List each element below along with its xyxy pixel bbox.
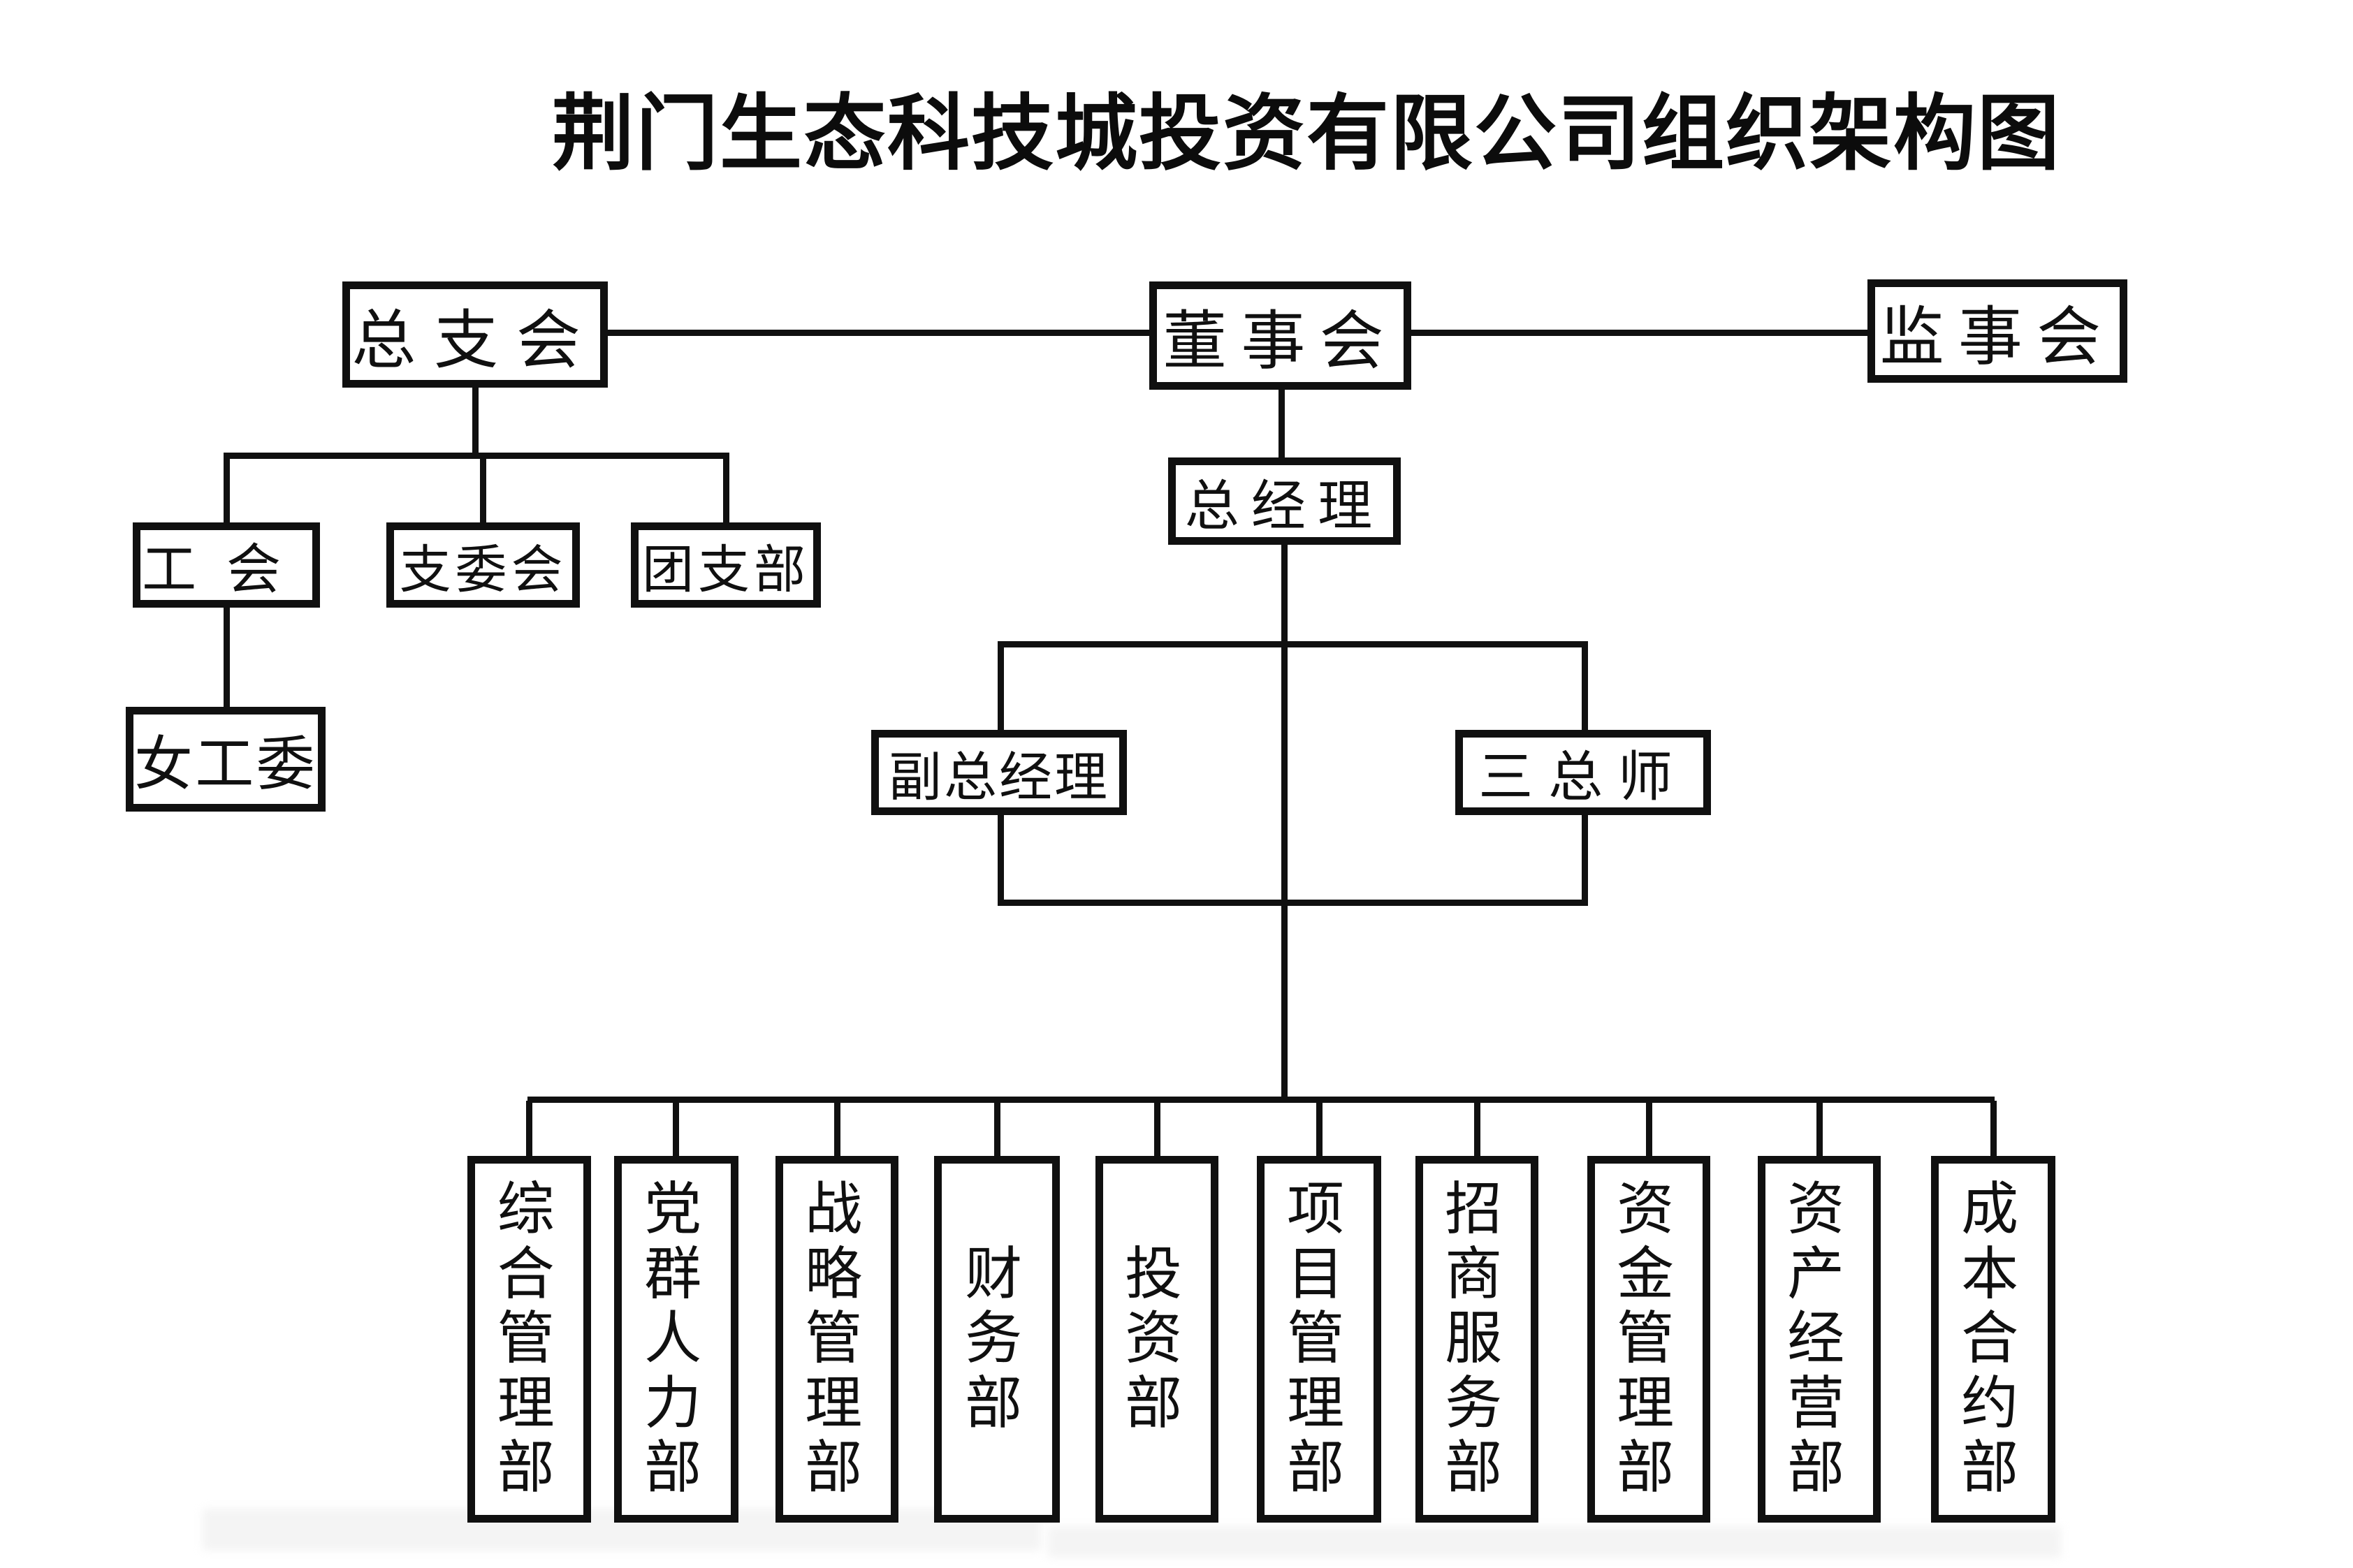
connector-line bbox=[472, 386, 479, 456]
org-box-char: 部 bbox=[497, 1436, 562, 1500]
org-box-nv-gong-wei: 女工委 bbox=[126, 707, 326, 812]
org-box-xiang-mu-guan-li-bu: 项目管理部 bbox=[1257, 1156, 1381, 1523]
connector-line bbox=[998, 814, 1004, 905]
connector-line bbox=[224, 453, 729, 459]
org-box-zong-zhi-hui: 总支会 bbox=[342, 281, 608, 388]
org-box-char: 招 bbox=[1445, 1177, 1509, 1241]
connector-line bbox=[606, 330, 1151, 336]
org-box-char: 略 bbox=[805, 1242, 869, 1306]
connector-line bbox=[1410, 330, 1869, 336]
connector-line bbox=[526, 1101, 532, 1158]
org-box-char: 人 bbox=[644, 1307, 708, 1371]
connector-line bbox=[1646, 1101, 1652, 1158]
org-box-zi-chan-jing-ying-bu: 资产经营部 bbox=[1758, 1156, 1881, 1523]
connector-line bbox=[998, 645, 1004, 731]
connector-line bbox=[834, 1101, 840, 1158]
org-box-zhi-wei-hui: 支委会 bbox=[386, 522, 580, 608]
connector-line bbox=[224, 606, 230, 708]
org-box-char: 约 bbox=[1961, 1371, 2025, 1435]
chart-title: 荆门生态科技城投资有限公司组织架构图 bbox=[552, 89, 2062, 180]
org-box-san-zong-shi: 三总师 bbox=[1455, 730, 1711, 815]
connector-line bbox=[1474, 1101, 1480, 1158]
org-box-dang-qun-ren-li-bu: 党群人力部 bbox=[614, 1156, 738, 1523]
org-box-char: 营 bbox=[1787, 1371, 1851, 1435]
org-box-char: 服 bbox=[1445, 1307, 1509, 1371]
connector-line bbox=[1582, 814, 1588, 905]
connector-line bbox=[994, 1101, 1000, 1158]
org-box-char: 合 bbox=[497, 1242, 562, 1306]
connector-line bbox=[673, 1101, 679, 1158]
connector-line bbox=[527, 1097, 1995, 1103]
org-box-char: 管 bbox=[805, 1307, 869, 1371]
org-box-tou-zi-bu: 投资部 bbox=[1095, 1156, 1218, 1523]
org-box-jian-shi-hui: 监事会 bbox=[1867, 279, 2127, 383]
org-box-char: 战 bbox=[805, 1177, 869, 1241]
org-box-char: 部 bbox=[965, 1371, 1029, 1435]
org-box-zhan-lue-guan-li-bu: 战略管理部 bbox=[775, 1156, 898, 1523]
org-box-char: 理 bbox=[1617, 1371, 1681, 1435]
connector-line bbox=[1990, 1101, 1997, 1158]
org-box-char: 投 bbox=[1125, 1242, 1189, 1306]
org-box-char: 财 bbox=[965, 1242, 1029, 1306]
org-box-char: 理 bbox=[497, 1371, 562, 1435]
org-box-char: 管 bbox=[1287, 1307, 1351, 1371]
org-box-fu-zong-jing-li: 副总经理 bbox=[871, 730, 1127, 815]
org-box-zong-he-guan-li-bu: 综合管理部 bbox=[467, 1156, 591, 1523]
org-box-tuan-zhi-bu: 团支部 bbox=[631, 522, 821, 608]
connector-line bbox=[1582, 645, 1588, 731]
org-box-char: 部 bbox=[1787, 1436, 1851, 1500]
org-box-char: 项 bbox=[1287, 1177, 1351, 1241]
org-box-zhao-shang-fu-wu-bu: 招商服务部 bbox=[1415, 1156, 1538, 1523]
connector-line bbox=[224, 455, 230, 524]
org-box-char: 金 bbox=[1617, 1242, 1681, 1306]
scan-artifact bbox=[1048, 1526, 2061, 1558]
connector-line bbox=[1816, 1101, 1823, 1158]
org-box-char: 部 bbox=[1445, 1436, 1509, 1500]
org-box-char: 资 bbox=[1617, 1177, 1681, 1241]
org-box-char: 目 bbox=[1287, 1242, 1351, 1306]
org-box-char: 力 bbox=[644, 1371, 708, 1435]
connector-line bbox=[480, 455, 486, 524]
org-box-gong-hui: 工会 bbox=[133, 522, 320, 608]
connector-line bbox=[1316, 1101, 1323, 1158]
connector-line bbox=[1279, 388, 1285, 459]
connector-line bbox=[1154, 1101, 1160, 1158]
org-box-cheng-ben-he-yue-bu: 成本合约部 bbox=[1931, 1156, 2055, 1523]
org-box-char: 务 bbox=[965, 1307, 1029, 1371]
org-box-char: 务 bbox=[1445, 1371, 1509, 1435]
org-box-char: 管 bbox=[497, 1307, 562, 1371]
org-box-char: 管 bbox=[1617, 1307, 1681, 1371]
org-box-char: 部 bbox=[1961, 1436, 2025, 1500]
org-box-cai-wu-bu: 财务部 bbox=[934, 1156, 1060, 1523]
org-box-zi-jin-guan-li-bu: 资金管理部 bbox=[1587, 1156, 1710, 1523]
org-box-char: 理 bbox=[1287, 1371, 1351, 1435]
org-box-char: 部 bbox=[1617, 1436, 1681, 1500]
connector-line bbox=[723, 455, 729, 524]
org-box-char: 资 bbox=[1125, 1307, 1189, 1371]
org-box-char: 部 bbox=[1125, 1371, 1189, 1435]
org-box-char: 理 bbox=[805, 1371, 869, 1435]
connector-line bbox=[998, 641, 1588, 647]
org-box-char: 部 bbox=[1287, 1436, 1351, 1500]
org-box-char: 党 bbox=[644, 1177, 708, 1241]
org-box-char: 部 bbox=[805, 1436, 869, 1500]
org-box-char: 产 bbox=[1787, 1242, 1851, 1306]
org-box-zong-jing-li: 总经理 bbox=[1168, 457, 1401, 545]
org-box-char: 合 bbox=[1961, 1307, 2025, 1371]
org-box-char: 经 bbox=[1787, 1307, 1851, 1371]
org-box-char: 资 bbox=[1787, 1177, 1851, 1241]
connector-line bbox=[998, 900, 1588, 906]
org-box-char: 部 bbox=[644, 1436, 708, 1500]
connector-line bbox=[1281, 543, 1288, 1102]
org-box-char: 群 bbox=[644, 1242, 708, 1306]
org-box-char: 本 bbox=[1961, 1242, 2025, 1306]
org-box-char: 综 bbox=[497, 1177, 562, 1241]
org-box-dong-shi-hui: 董事会 bbox=[1149, 281, 1411, 390]
org-box-char: 商 bbox=[1445, 1242, 1509, 1306]
org-box-char: 成 bbox=[1961, 1177, 2025, 1241]
